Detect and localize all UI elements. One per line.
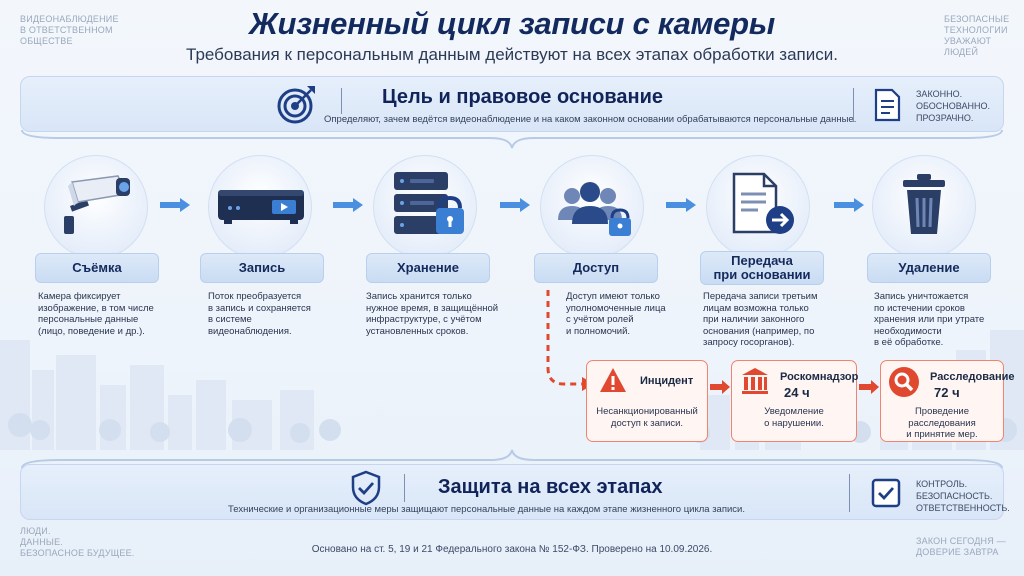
bottom-band-subtitle: Технические и организационные меры защищ… [228,504,745,515]
flow-arrow-1 [160,198,190,212]
top-band-title: Цель и правовое основание [382,86,664,108]
trash-icon [903,174,945,234]
stage-label-access: Доступ [534,253,658,283]
incident-arrow-1 [710,380,730,394]
top-band-purpose [20,76,1004,132]
investigation-deadline: 72 ч [934,385,960,400]
top-band-brace [21,129,1003,149]
bottom-band-brace [21,449,1003,469]
stage-label-capture: Съёмка [35,253,159,283]
stage-label-delete: Удаление [867,253,991,283]
recorder-icon [218,190,304,224]
camera-icon [64,175,130,234]
government-icon [742,368,768,394]
top-band-divider [341,88,342,114]
stage-label-storage: Хранение [366,253,490,283]
corner-text-bottom-right: ЗАКОН СЕГОДНЯ —ДОВЕРИЕ ЗАВТРА [916,536,1006,557]
bottom-band-right-text: КОНТРОЛЬ.БЕЗОПАСНОСТЬ.ОТВЕТСТВЕННОСТЬ. [916,479,1010,513]
users-lock-icon [558,182,631,236]
investigation-title: Расследование [930,371,1015,383]
flow-arrow-5 [834,198,864,212]
top-band-right-text: ЗАКОННО.ОБОСНОВАННО.ПРОЗРАЧНО. [916,89,991,123]
server-lock-icon [394,172,464,234]
bottom-band-title: Защита на всех этапах [438,476,663,498]
regulator-box [731,360,857,442]
checkbox-icon [871,478,901,508]
flow-arrow-2 [333,198,363,212]
page-title: Жизненный цикл записи с камеры [249,6,775,41]
top-band-subtitle: Определяют, зачем ведётся видеонаблюдени… [324,114,857,125]
magnifier-icon [889,367,919,397]
page-subtitle: Требования к персональным данным действу… [186,45,838,64]
bottom-band-divider [404,474,405,502]
document-icon [874,88,901,122]
flow-arrow-3 [500,198,530,212]
bottom-band-protection [20,464,1004,520]
incident-arrow-2 [859,380,879,394]
stage-label-record: Запись [200,253,324,283]
stage-capture-circle [44,155,148,259]
warning-icon [600,368,626,392]
incident-box [586,360,708,442]
flow-arrow-4 [666,198,696,212]
regulator-title: Роскомнадзор [780,371,859,383]
bottom-band-right-divider [849,474,850,512]
incident-title: Инцидент [640,375,694,387]
document-send-icon [732,172,794,234]
regulator-deadline: 24 ч [784,385,810,400]
source-footnote: Основано на ст. 5, 19 и 21 Федерального … [311,544,713,555]
corner-text-bottom-left: ЛЮДИ.ДАННЫЕ.БЕЗОПАСНОЕ БУДУЩЕЕ. [20,526,135,558]
top-band-right-divider [853,88,854,122]
shield-check-icon [351,470,381,506]
target-icon [277,86,315,124]
